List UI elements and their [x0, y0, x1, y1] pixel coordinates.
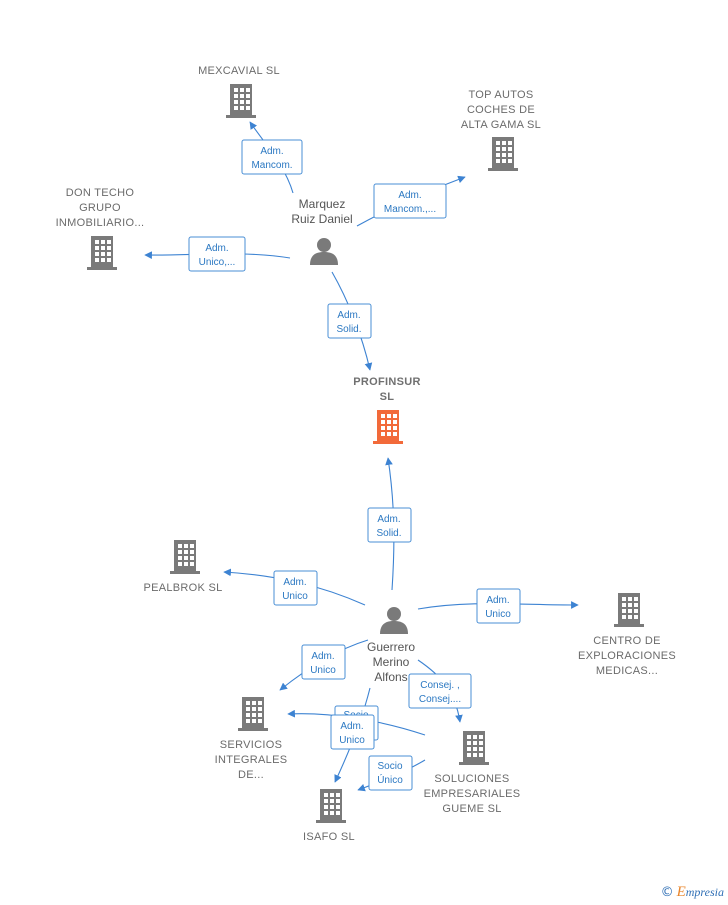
building-icon — [373, 410, 403, 444]
company-name: SERVICIOS — [220, 739, 282, 751]
role-text: Socio — [377, 761, 402, 772]
company-name: INMOBILIARIO... — [56, 217, 145, 229]
person-name: Merino — [373, 655, 410, 669]
role-label-servicios[interactable]: Adm. Unico — [301, 644, 346, 680]
role-text: Adm. — [205, 243, 228, 254]
brand-footer[interactable]: ©Empresia — [661, 884, 724, 901]
company-name: INTEGRALES — [215, 754, 288, 766]
building-icon — [459, 731, 489, 765]
role-label-pealbrok[interactable]: Adm. Unico — [273, 570, 318, 606]
role-label-socio-unico[interactable]: Socio Único — [368, 755, 413, 791]
company-node-servicios[interactable]: SERVICIOS INTEGRALES DE... — [215, 697, 288, 781]
building-icon — [238, 697, 268, 731]
copyright-icon: © — [660, 885, 674, 900]
company-node-pealbrok[interactable]: PEALBROK SL — [143, 540, 222, 594]
company-name: MEDICAS... — [596, 665, 658, 677]
company-name: COCHES DE — [467, 104, 535, 116]
building-icon — [614, 593, 644, 627]
company-node-topautos[interactable]: TOP AUTOS COCHES DE ALTA GAMA SL — [461, 89, 541, 171]
person-name: Marquez — [299, 197, 346, 211]
brand-name: mpresia — [685, 885, 724, 899]
role-text: Solid. — [376, 528, 401, 539]
role-text: Adm. — [311, 651, 334, 662]
person-name: Ruiz Daniel — [291, 212, 352, 226]
company-node-dontecho[interactable]: DON TECHO GRUPO INMOBILIARIO... — [56, 187, 145, 270]
role-label-profinsur-guerrero[interactable]: Adm. Solid. — [367, 507, 412, 543]
company-name: SL — [380, 391, 395, 403]
role-text: Adm. — [377, 514, 400, 525]
company-name: PROFINSUR — [353, 376, 420, 388]
role-text: Adm. — [260, 146, 283, 157]
role-text: Único — [377, 773, 403, 786]
company-name: PEALBROK SL — [143, 582, 222, 594]
company-name: MEXCAVIAL SL — [198, 65, 280, 77]
brand-initial: E — [676, 884, 686, 900]
role-text: Consej. , — [420, 680, 459, 691]
edges — [144, 121, 579, 792]
company-node-soluciones[interactable]: SOLUCIONES EMPRESARIALES GUEME SL — [424, 731, 521, 815]
role-text: Adm. — [337, 310, 360, 321]
role-text: Unico — [282, 591, 308, 602]
role-text: Consej.... — [419, 694, 461, 705]
company-name: EXPLORACIONES — [578, 650, 676, 662]
company-name: GRUPO — [79, 202, 121, 214]
person-node-marquez[interactable]: Marquez Ruiz Daniel — [291, 197, 353, 265]
company-name: SOLUCIONES — [434, 773, 509, 785]
role-label-isafo[interactable]: Adm. Unico — [330, 714, 375, 750]
role-label-centro[interactable]: Adm. Unico — [476, 588, 521, 624]
company-name: EMPRESARIALES — [424, 788, 521, 800]
company-node-centro[interactable]: CENTRO DE EXPLORACIONES MEDICAS... — [578, 593, 676, 677]
company-name: TOP AUTOS — [468, 89, 533, 101]
company-node-isafo[interactable]: ISAFO SL — [303, 789, 355, 843]
role-label-dontecho[interactable]: Adm. Unico,... — [188, 236, 246, 272]
person-name: Guerrero — [367, 640, 415, 654]
role-text: Solid. — [336, 324, 361, 335]
building-icon — [170, 540, 200, 574]
company-name: ISAFO SL — [303, 831, 355, 843]
role-text: Adm. — [398, 190, 421, 201]
role-text: Unico — [310, 665, 336, 676]
role-label-topautos[interactable]: Adm. Mancom.,... — [373, 183, 447, 219]
role-labels: Adm. Mancom. Adm. Mancom.,... Adm. Unico… — [188, 139, 521, 791]
role-label-soluciones[interactable]: Consej. , Consej.... — [408, 673, 472, 709]
company-name: DE... — [238, 769, 264, 781]
role-text: Adm. — [283, 577, 306, 588]
role-text: Mancom.,... — [384, 204, 436, 215]
person-name: Alfons — [374, 670, 407, 684]
person-node-guerrero[interactable]: Guerrero Merino Alfons — [367, 607, 415, 684]
company-node-profinsur[interactable]: PROFINSUR SL — [353, 376, 420, 444]
role-label-profinsur-marquez[interactable]: Adm. Solid. — [327, 303, 372, 339]
person-icon — [380, 607, 408, 634]
company-name: DON TECHO — [66, 187, 135, 199]
company-name: ALTA GAMA SL — [461, 119, 541, 131]
company-name: CENTRO DE — [593, 635, 660, 647]
role-text: Adm. — [486, 595, 509, 606]
role-text: Unico,... — [199, 257, 236, 268]
building-icon — [488, 137, 518, 171]
building-icon — [87, 236, 117, 270]
company-name: GUEME SL — [442, 803, 501, 815]
role-text: Unico — [485, 609, 511, 620]
person-icon — [310, 238, 338, 265]
role-text: Unico — [339, 735, 365, 746]
company-node-mexcavial[interactable]: MEXCAVIAL SL — [198, 65, 280, 118]
role-text: Adm. — [340, 721, 363, 732]
role-label-mexcavial[interactable]: Adm. Mancom. — [241, 139, 303, 175]
role-text: Mancom. — [251, 160, 292, 171]
building-icon — [226, 84, 256, 118]
building-icon — [316, 789, 346, 823]
